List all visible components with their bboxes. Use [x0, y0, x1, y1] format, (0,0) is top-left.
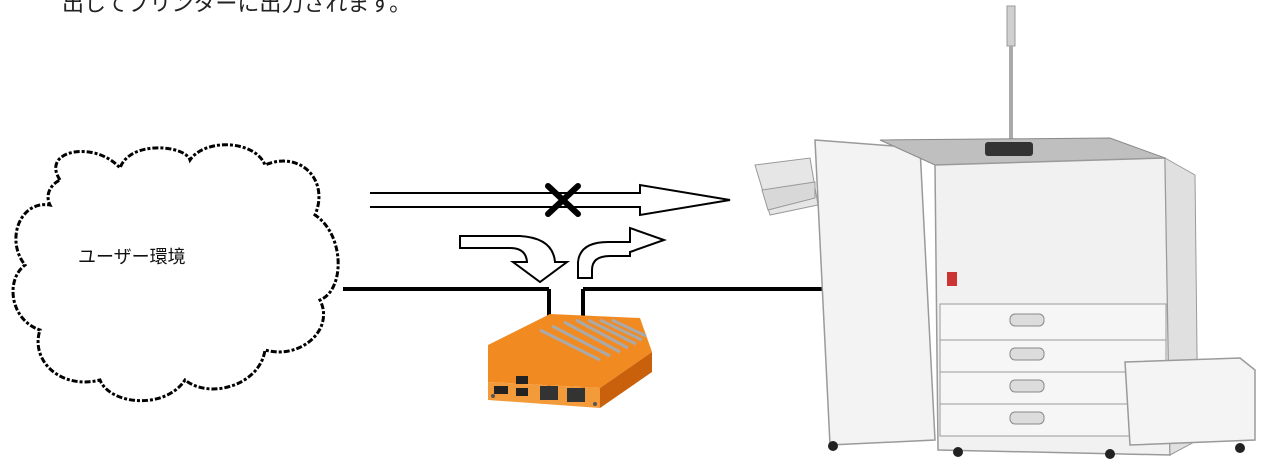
mini-pc-icon [488, 314, 652, 408]
outgoing-curved-arrow [578, 228, 664, 278]
cloud-label-user-environment: ユーザー環境 [78, 243, 186, 269]
blocked-cross-icon [548, 186, 578, 214]
cloud-icon [13, 145, 338, 401]
printer-icon [755, 6, 1255, 459]
incoming-curved-arrow [460, 236, 567, 282]
